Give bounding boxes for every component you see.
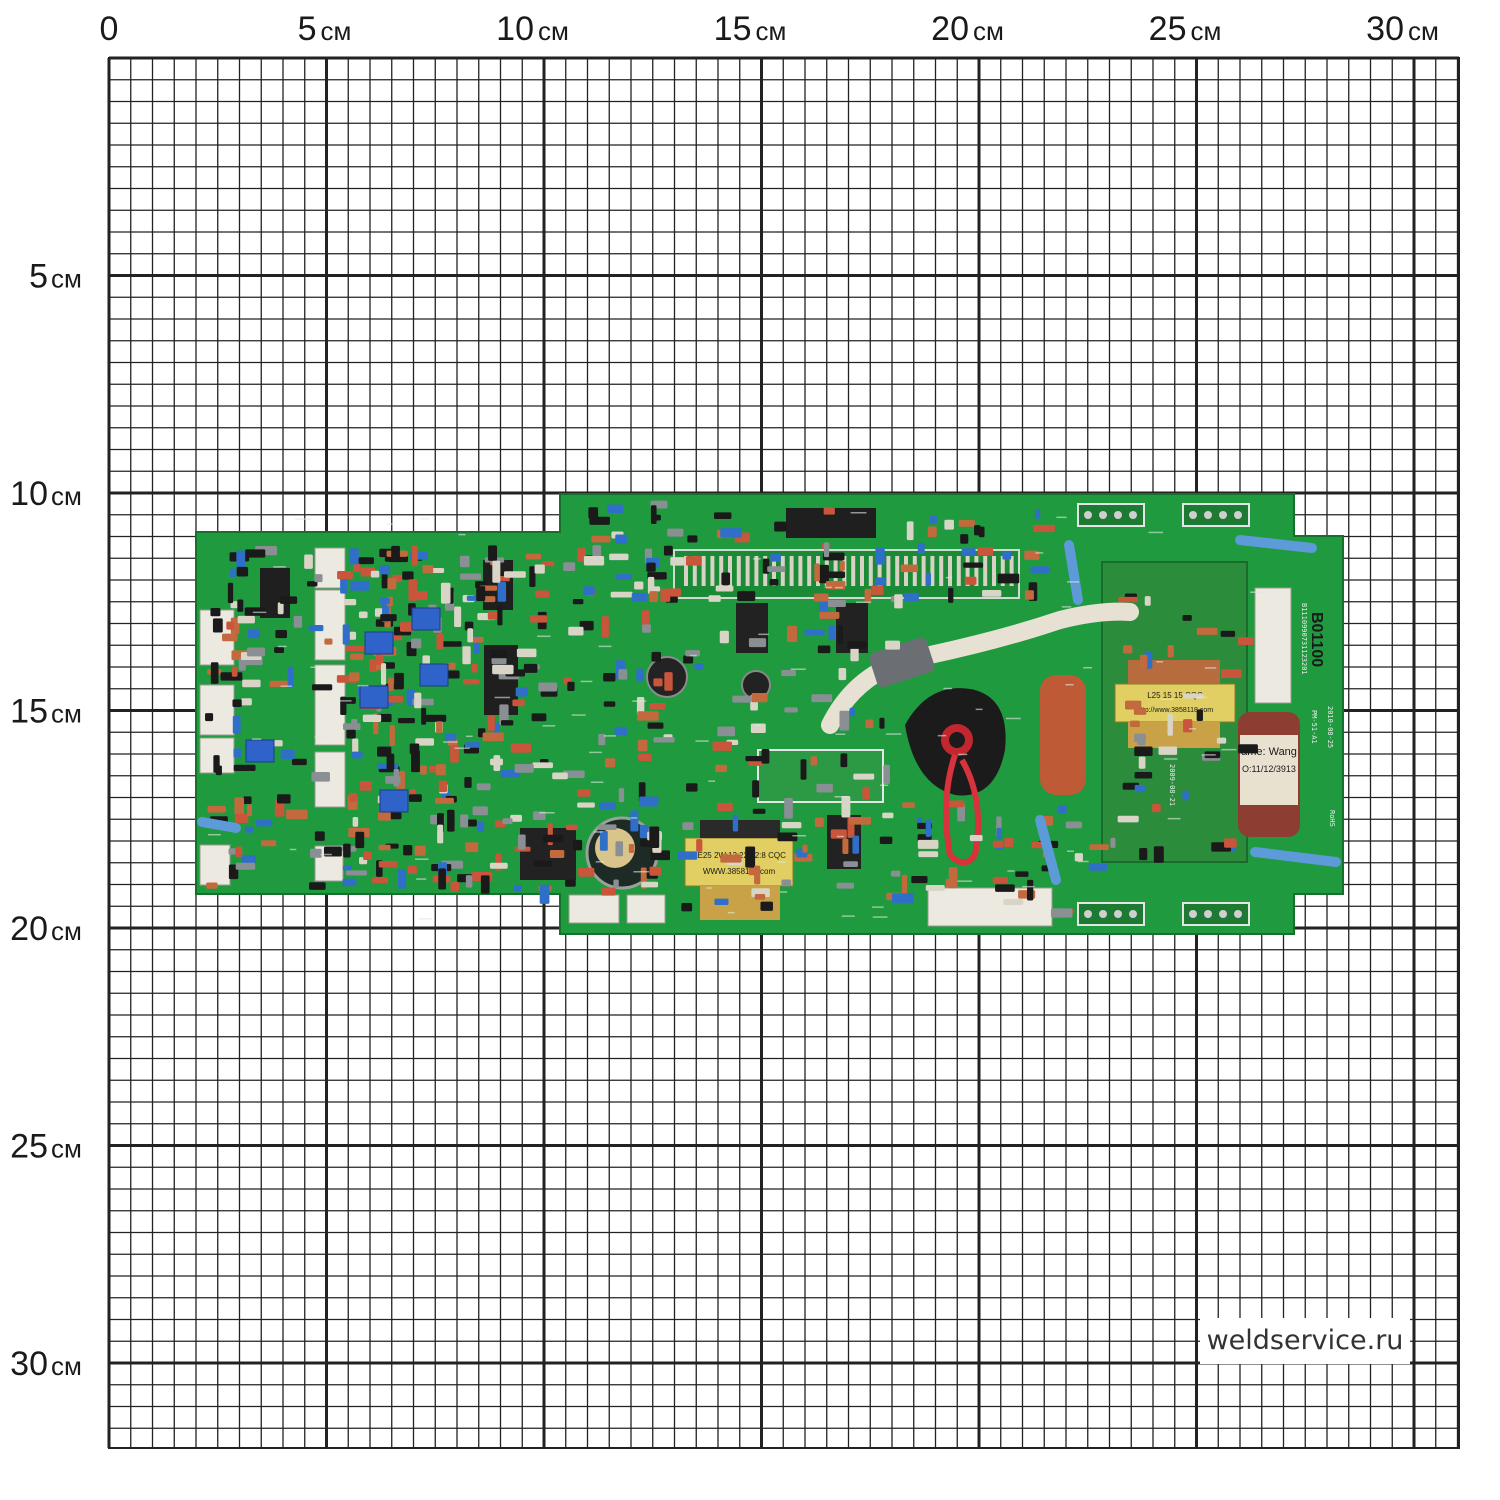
board-serial: B1110990731123201: [1300, 603, 1308, 675]
svg-text:20: 20: [10, 910, 48, 948]
connector-cn: [1254, 587, 1292, 704]
svg-text:см: см: [756, 16, 787, 46]
svg-text:см: см: [973, 16, 1004, 46]
trimmer-potentiometer: [245, 739, 275, 763]
transformer-right-label: L25 15 15 CQC: [1147, 691, 1203, 700]
svg-text:5: 5: [298, 10, 317, 48]
svg-text:10: 10: [496, 10, 534, 48]
trimmer-potentiometer: [419, 663, 449, 687]
connector-cn: [626, 894, 666, 924]
svg-text:5: 5: [29, 258, 48, 296]
axial-resistor: [1250, 847, 1341, 867]
connector-cn: [199, 844, 231, 886]
svg-text:0: 0: [100, 10, 119, 48]
axial-resistor: [1035, 815, 1061, 885]
white-braided-cable: [821, 602, 1139, 734]
film-capacitor: [1040, 675, 1086, 795]
board-model: PM-51-A1: [1310, 710, 1318, 744]
trimmer-potentiometer: [411, 607, 441, 631]
svg-text:см: см: [1191, 16, 1222, 46]
red-wire: [943, 754, 982, 866]
trimmer-potentiometer: [359, 685, 389, 709]
svg-text:30: 30: [1366, 10, 1404, 48]
x-tick-label: 0: [100, 10, 119, 48]
svg-text:15: 15: [10, 693, 48, 731]
welding-inverter-control-board: ame: Wang O:11/12/3913 EE25 2W:12:22:22:…: [195, 493, 1344, 935]
svg-text:30: 30: [10, 1345, 48, 1383]
connector-cn: [568, 894, 620, 924]
svg-text:см: см: [51, 264, 82, 294]
board-part-number: B01100: [1308, 612, 1325, 667]
rohs-mark: RoHS: [1328, 810, 1336, 827]
silkscreen-markings: [200, 512, 1265, 920]
svg-text:см: см: [51, 1134, 82, 1164]
connector-cn: [199, 684, 235, 736]
cable-sleeve: [869, 637, 935, 688]
trimmer-potentiometer: [379, 789, 409, 813]
axial-resistor: [1235, 535, 1317, 553]
svg-text:25: 25: [10, 1128, 48, 1166]
svg-text:15: 15: [714, 10, 752, 48]
svg-text:см: см: [51, 699, 82, 729]
svg-text:20: 20: [931, 10, 969, 48]
capacitor-label-code: O:11/12/3913: [1242, 764, 1296, 774]
axial-resistor: [1064, 540, 1083, 605]
axial-resistor: [197, 817, 241, 833]
sub-board-date: 2009-08-21: [1168, 764, 1176, 806]
watermark: weldservice.ru: [1200, 1318, 1410, 1364]
svg-text:см: см: [51, 1351, 82, 1381]
trimmer-potentiometer: [364, 631, 394, 655]
svg-text:10: 10: [10, 475, 48, 513]
svg-text:см: см: [51, 916, 82, 946]
svg-text:см: см: [51, 481, 82, 511]
svg-text:см: см: [538, 16, 569, 46]
svg-text:см: см: [1408, 16, 1439, 46]
board-date: 2010-08-25: [1326, 706, 1334, 748]
svg-text:см: см: [321, 16, 352, 46]
transformer-left-url: WWW.3858118.com: [703, 867, 776, 876]
svg-text:25: 25: [1149, 10, 1187, 48]
transformer-right-url: http://www.3858118.com: [1137, 707, 1213, 714]
